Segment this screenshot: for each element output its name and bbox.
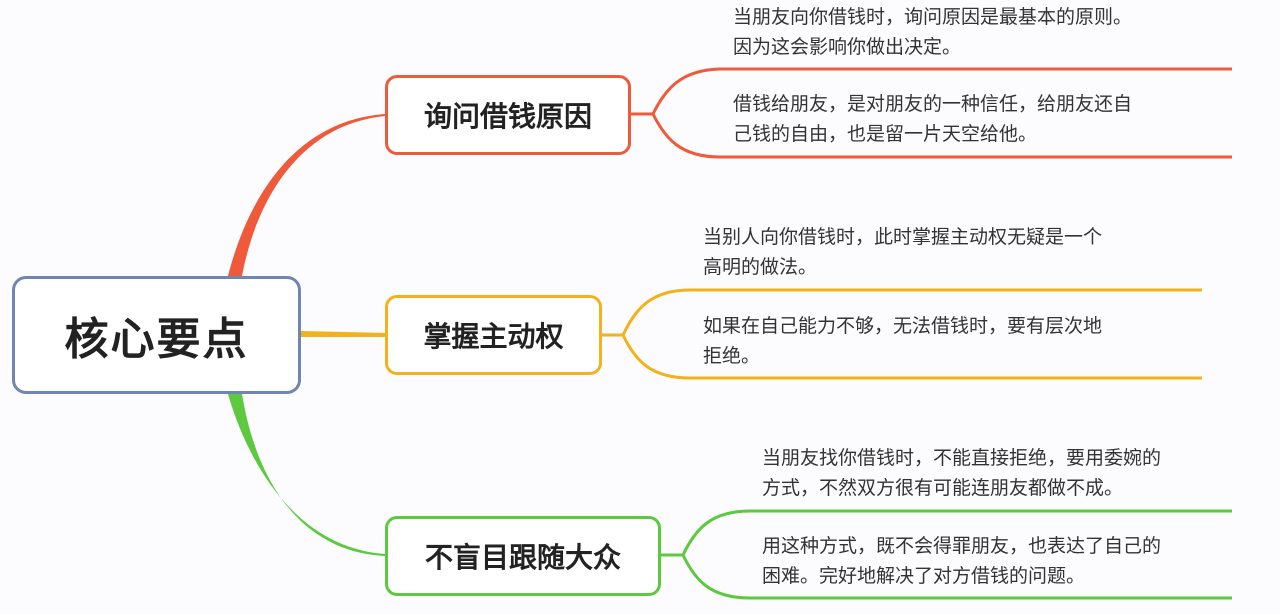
connector-branch1-leaves [631, 67, 1232, 159]
connector-branch3-leaves [661, 509, 1232, 600]
leaf-text[interactable]: 借钱给朋友，是对朋友的一种信任，给朋友还自 己钱的自由，也是留一片天空给他。 [733, 93, 1133, 145]
connector-root-branch1 [228, 114, 385, 276]
root-node[interactable]: 核心要点 [12, 276, 301, 394]
branch-label: 掌握主动权 [423, 320, 564, 353]
leaf-text[interactable]: 当别人向你借钱时，此时掌握主动权无疑是一个 高明的做法。 [703, 226, 1103, 278]
root-label: 核心要点 [64, 314, 249, 365]
branch-node-ask-reason[interactable]: 询问借钱原因 [385, 75, 631, 155]
leaf-text[interactable]: 如果在自己能力不够，无法借钱时，要有层次地 拒绝。 [703, 315, 1103, 367]
leaf-text[interactable]: 用这种方式，既不会得罪朋友，也表达了自己的 困难。完好地解决了对方借钱的问题。 [762, 535, 1162, 587]
branch-node-take-initiative[interactable]: 掌握主动权 [385, 295, 602, 375]
connector-root-branch3 [228, 394, 385, 556]
leaf-text[interactable]: 当朋友向你借钱时，询问原因是最基本的原则。 因为这会影响你做出决定。 [733, 6, 1133, 58]
leaf-text[interactable]: 当朋友找你借钱时，不能直接拒绝，要用委婉的 方式，不然双方很有可能连朋友都做不成… [762, 447, 1162, 499]
connector-root-branch2 [301, 331, 385, 337]
branch-label: 不盲目跟随大众 [424, 541, 621, 574]
branch-node-not-follow-crowd[interactable]: 不盲目跟随大众 [385, 516, 661, 596]
connector-branch2-leaves [602, 288, 1202, 380]
branch-label: 询问借钱原因 [423, 100, 592, 133]
